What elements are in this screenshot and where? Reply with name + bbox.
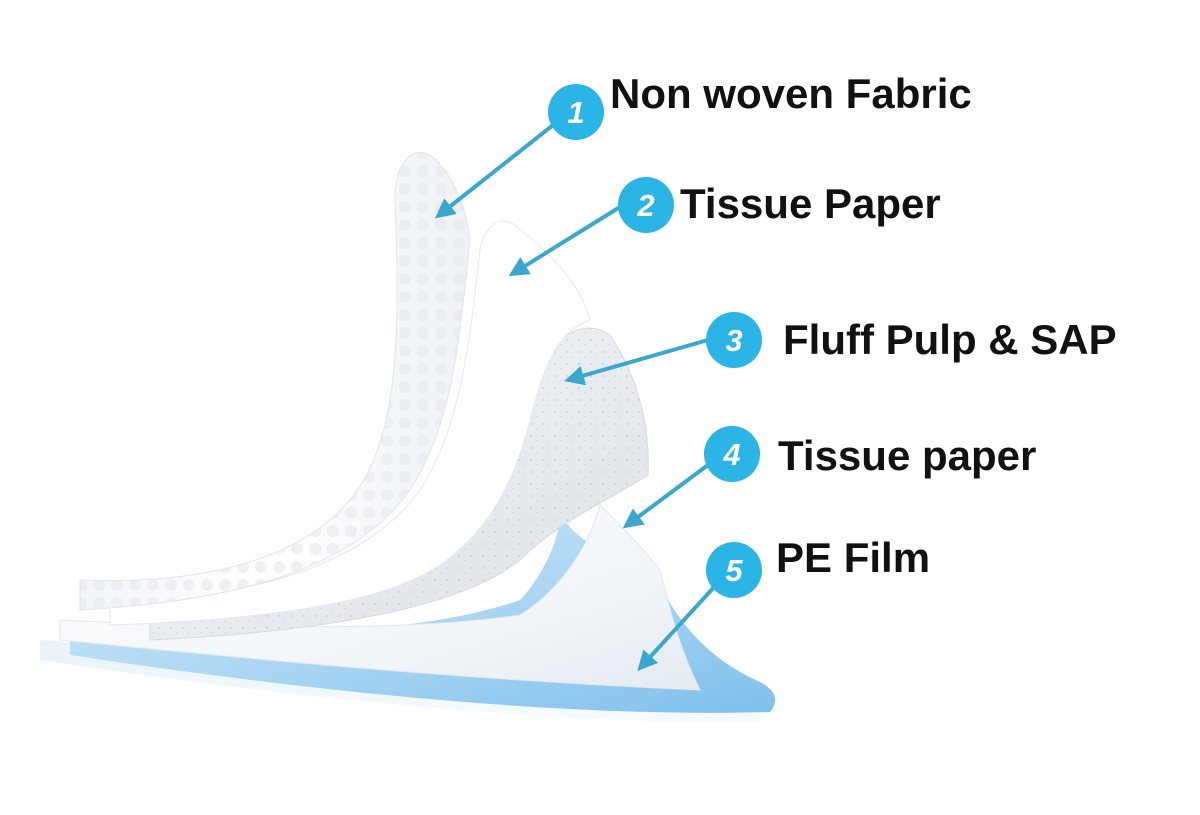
arrow-4 bbox=[622, 460, 714, 529]
label-3: Fluff Pulp & SAP bbox=[783, 316, 1117, 363]
arrow-3 bbox=[564, 338, 709, 386]
badge-4-number: 4 bbox=[722, 437, 740, 472]
arrow-2 bbox=[508, 200, 630, 277]
badge-5-number: 5 bbox=[725, 553, 743, 588]
badge-2-circle bbox=[618, 177, 674, 233]
callout-4: 4 Tissue paper bbox=[622, 426, 1036, 529]
badge-5-circle bbox=[706, 542, 762, 598]
label-1: Non woven Fabric bbox=[610, 70, 972, 117]
top-tissue-layer bbox=[109, 220, 591, 626]
badge-3-number: 3 bbox=[725, 323, 742, 358]
arrow-1 bbox=[434, 116, 564, 219]
nonwoven-fabric-texture bbox=[80, 152, 470, 610]
label-2: Tissue Paper bbox=[680, 180, 941, 227]
diaper-cross-section bbox=[40, 151, 776, 723]
label-5: PE Film bbox=[776, 534, 930, 581]
arrow-5 bbox=[637, 583, 718, 671]
callout-3: 3 Fluff Pulp & SAP bbox=[564, 312, 1117, 386]
callout-5: 5 PE Film bbox=[637, 534, 930, 671]
badge-2-number: 2 bbox=[636, 188, 654, 223]
callout-1: 1 Non woven Fabric bbox=[434, 70, 972, 219]
badge-1-circle bbox=[548, 84, 604, 140]
badge-1-number: 1 bbox=[567, 95, 584, 130]
fluff-pulp-texture bbox=[150, 328, 649, 640]
callout-2: 2 Tissue Paper bbox=[508, 177, 941, 277]
badge-3-circle bbox=[706, 312, 762, 368]
badge-4-circle bbox=[704, 426, 760, 482]
bottom-tissue-layer bbox=[59, 504, 701, 691]
label-4: Tissue paper bbox=[778, 432, 1036, 479]
